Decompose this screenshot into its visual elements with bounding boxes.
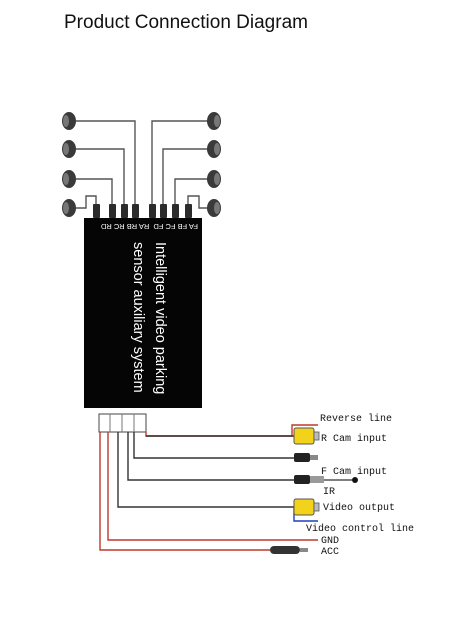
video-output-label: Video output: [323, 502, 395, 514]
page-title: Product Connection Diagram: [64, 12, 308, 33]
sensor-cable-7: [174, 178, 209, 207]
acc-fuse-plug-icon: [270, 546, 308, 554]
parking-sensor-icon: [207, 199, 221, 217]
jack-plug-icon: [294, 453, 318, 462]
acc-label: ACC: [321, 547, 339, 558]
rca-plug-icon: [293, 427, 320, 445]
module-label-line1: Intelligent video parking: [152, 242, 168, 394]
harness-connector: [98, 413, 147, 433]
left-sensor-cables: [76, 120, 136, 209]
right-sensor-cables: [151, 120, 209, 209]
reverse-line-label: Reverse line: [320, 413, 392, 425]
sensor-cable-3: [76, 178, 113, 207]
jack-plug-icon: [294, 475, 358, 484]
r-cam-input-label: R Cam input: [321, 433, 387, 445]
parking-sensor-icon: [62, 112, 76, 130]
ir-label: IR: [323, 487, 335, 498]
control-module: [84, 218, 202, 408]
sensor-cable-2: [76, 148, 125, 207]
parking-sensor-icon: [207, 170, 221, 188]
acc-wire: [99, 432, 270, 551]
sensor-cable-8: [187, 195, 209, 209]
reverse-wire: [145, 424, 318, 437]
port-labels: FA FB FC FD RA RB RC RD: [100, 222, 198, 231]
wire-labels: Reverse line R Cam input F Cam input IR …: [306, 413, 414, 558]
gnd-label: GND: [321, 536, 339, 547]
parking-sensor-icon: [207, 112, 221, 130]
video-control-line-label: Video control line: [306, 523, 414, 535]
sensor-cable-6: [162, 148, 209, 207]
parking-sensor-icon: [62, 199, 76, 217]
sensor-cable-5: [151, 120, 209, 207]
module-label-line2: sensor auxiliary system: [130, 242, 146, 393]
gnd-wire: [107, 432, 318, 541]
video-output-wire: [117, 432, 294, 508]
sensor-cable-4: [76, 195, 97, 209]
parking-sensors: [62, 112, 221, 217]
rca-plug-icon: [293, 498, 320, 516]
parking-sensor-icon: [62, 170, 76, 188]
f-cam-input-label: F Cam input: [321, 466, 387, 478]
f-cam-wire: [133, 432, 294, 459]
ir-wire: [127, 432, 294, 481]
harness-wires: [99, 424, 318, 551]
sensor-cable-1: [76, 120, 136, 207]
sensor-connectors: [93, 204, 192, 218]
parking-sensor-icon: [62, 140, 76, 158]
parking-sensor-icon: [207, 140, 221, 158]
